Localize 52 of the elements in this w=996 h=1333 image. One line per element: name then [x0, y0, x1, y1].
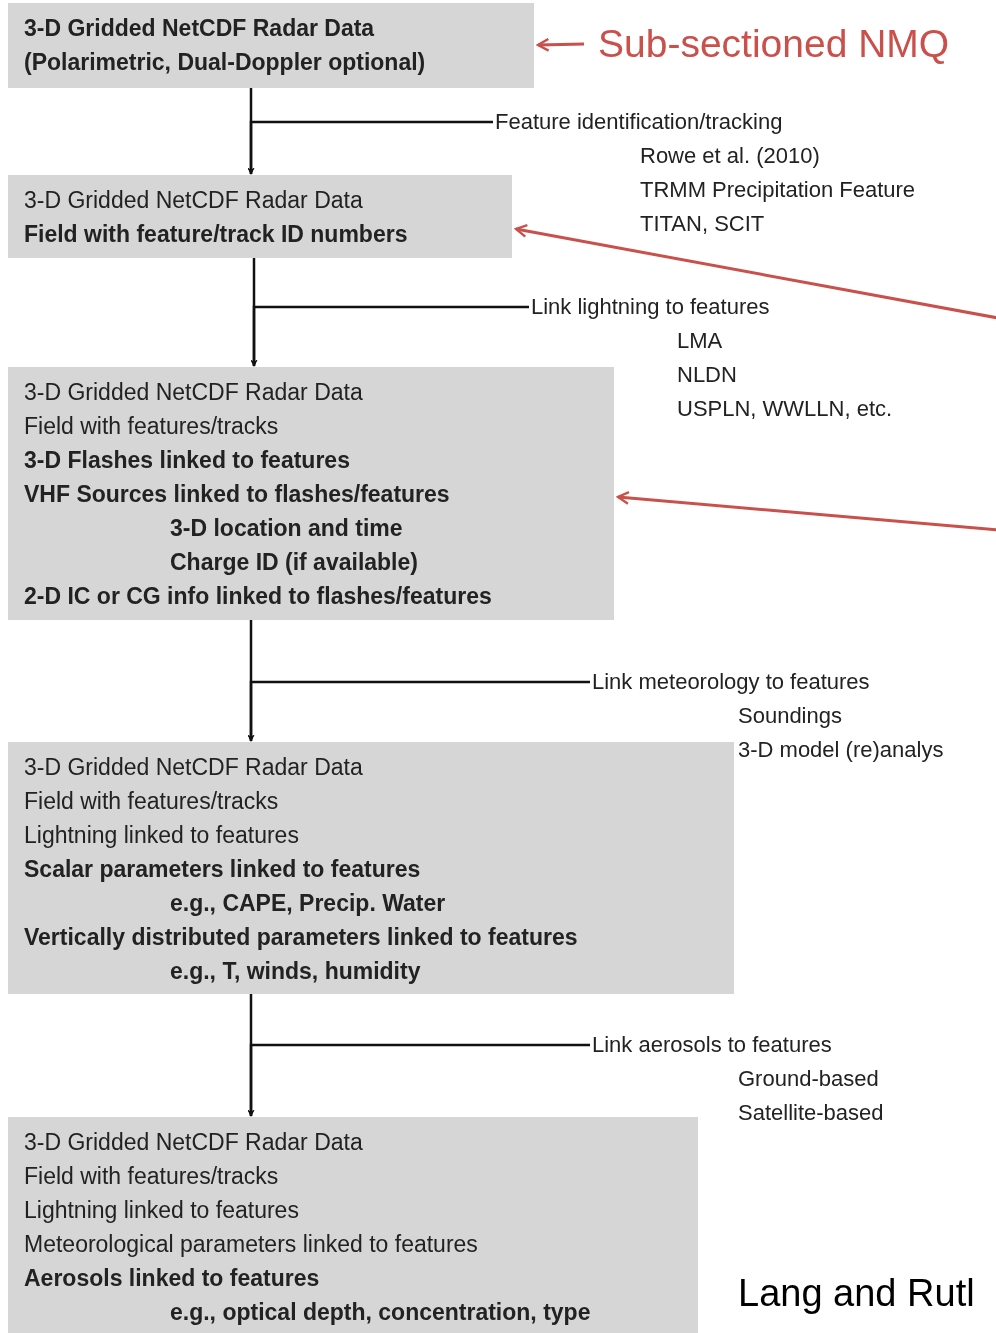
box-text: 3-D Gridded NetCDF Radar Data — [24, 186, 363, 215]
source-item: Satellite-based — [738, 1099, 884, 1127]
box-text: 3-D location and time — [170, 514, 403, 543]
flow-arrow — [247, 120, 493, 175]
box-text: e.g., T, winds, humidity — [170, 957, 421, 986]
box-text: Field with feature/track ID numbers — [24, 220, 408, 249]
box-text: Field with features/tracks — [24, 1162, 279, 1191]
callout-arrow — [536, 37, 585, 52]
citation-text: Lang and Rutl — [738, 1271, 975, 1316]
box-text: VHF Sources linked to flashes/features — [24, 480, 450, 509]
flow-arrow — [247, 1043, 590, 1117]
box-text: 3-D Flashes linked to features — [24, 446, 350, 475]
source-item: TITAN, SCIT — [640, 210, 765, 238]
step-label: Link aerosols to features — [592, 1031, 832, 1059]
process-box — [8, 367, 614, 620]
process-box — [8, 742, 734, 994]
box-text: Field with features/tracks — [24, 787, 279, 816]
box-text: Scalar parameters linked to features — [24, 855, 421, 884]
source-item: USPLN, WWLLN, etc. — [677, 395, 893, 423]
box-text: 2-D IC or CG info linked to flashes/features — [24, 582, 492, 611]
box-text: 3-D Gridded NetCDF Radar Data — [24, 1128, 363, 1157]
step-label: Feature identification/tracking — [495, 108, 783, 136]
source-item: Ground-based — [738, 1065, 879, 1093]
callout-text: Sub-sectioned NMQ — [598, 21, 950, 67]
process-box — [8, 3, 534, 88]
step-label: Link lightning to features — [531, 293, 770, 321]
callout-arrow — [514, 224, 996, 320]
box-text: Meteorological parameters linked to features — [24, 1230, 478, 1259]
callout-arrow — [616, 490, 996, 532]
box-text: e.g., CAPE, Precip. Water — [170, 889, 446, 918]
source-item: Soundings — [738, 702, 842, 730]
box-text: 3-D Gridded NetCDF Radar Data — [24, 753, 363, 782]
box-text: Charge ID (if available) — [170, 548, 418, 577]
flow-arrow — [250, 305, 529, 367]
box-text: Aerosols linked to features — [24, 1264, 320, 1293]
box-text: Field with features/tracks — [24, 412, 279, 441]
step-label: Link meteorology to features — [592, 668, 870, 696]
source-item: 3-D model (re)analys — [738, 736, 944, 764]
box-text: 3-D Gridded NetCDF Radar Data — [24, 14, 375, 43]
source-item: TRMM Precipitation Feature — [640, 176, 916, 204]
source-item: LMA — [677, 327, 723, 355]
box-text: e.g., optical depth, concentration, type — [170, 1298, 591, 1327]
box-text: (Polarimetric, Dual-Doppler optional) — [24, 48, 426, 77]
box-text: Vertically distributed parameters linked to features — [24, 923, 578, 952]
flow-arrow — [247, 680, 590, 742]
source-item: NLDN — [677, 361, 737, 389]
source-item: Rowe et al. (2010) — [640, 142, 820, 170]
box-text: Lightning linked to features — [24, 821, 299, 850]
process-box — [8, 175, 512, 258]
box-text: Lightning linked to features — [24, 1196, 299, 1225]
box-text: 3-D Gridded NetCDF Radar Data — [24, 378, 363, 407]
process-box — [8, 1117, 698, 1333]
